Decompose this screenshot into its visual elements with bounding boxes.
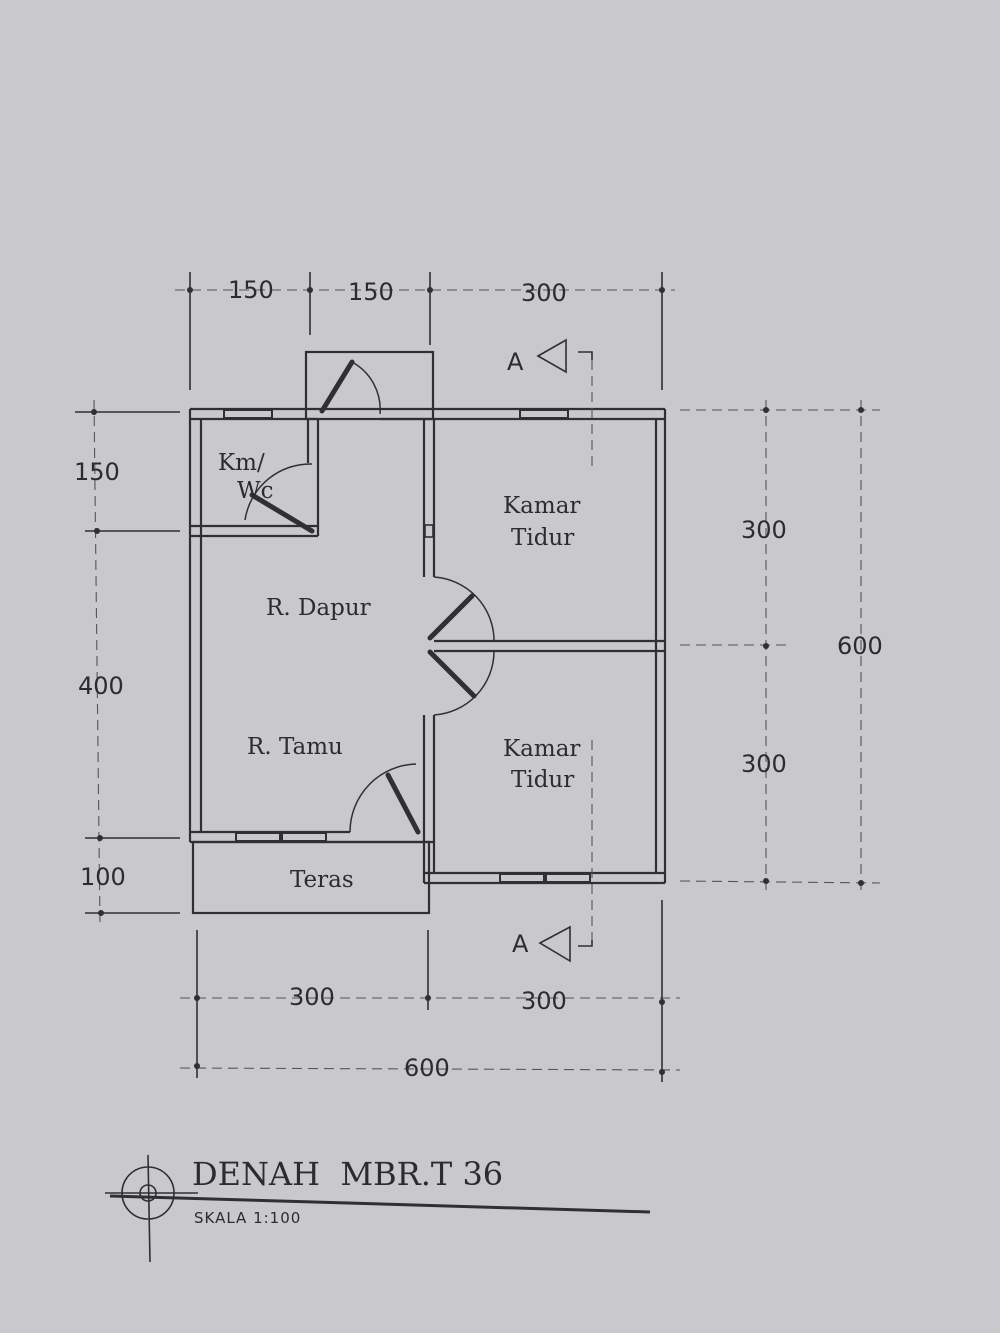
dim-right-2: 300 xyxy=(741,750,787,778)
dim-top-3: 300 xyxy=(521,279,567,307)
room-label-kamar-tidur-2-a: Kamar xyxy=(503,736,580,762)
dim-right-total: 600 xyxy=(837,632,883,660)
room-label-tamu: R. Tamu xyxy=(247,734,343,760)
dim-right-1: 300 xyxy=(741,516,787,544)
room-label-kamar-tidur-2-b: Tidur xyxy=(511,767,574,793)
doors xyxy=(244,359,495,835)
section-label-bottom: A xyxy=(512,930,529,958)
dim-left-2: 400 xyxy=(78,672,124,700)
dim-left-3: 100 xyxy=(80,863,126,891)
room-label-teras: Teras xyxy=(290,867,354,893)
title-block: DENAH MBR.T 36 SKALA 1:100 xyxy=(105,1154,651,1263)
walls xyxy=(188,350,667,915)
dim-bottom-2: 300 xyxy=(521,987,567,1015)
dim-bottom-total: 600 xyxy=(404,1054,450,1082)
dim-left-1: 150 xyxy=(74,458,120,486)
section-label-top: A xyxy=(507,348,524,376)
room-label-km-wc-2: Wc xyxy=(237,478,274,504)
room-label-dapur: R. Dapur xyxy=(266,595,371,621)
drawing-title: DENAH MBR.T 36 xyxy=(192,1155,503,1193)
room-label-km-wc-1: Km/ xyxy=(218,450,265,476)
windows xyxy=(223,409,591,883)
room-label-kamar-tidur-1-a: Kamar xyxy=(503,493,580,519)
dim-top-1: 150 xyxy=(228,276,274,304)
dimension-lines xyxy=(75,272,881,1082)
dim-bottom-1: 300 xyxy=(289,983,335,1011)
drawing-scale: SKALA 1:100 xyxy=(194,1209,301,1227)
dim-top-2: 150 xyxy=(348,278,394,306)
room-label-kamar-tidur-1-b: Tidur xyxy=(511,525,574,551)
room-labels: Km/ Wc Kamar Tidur R. Dapur R. Tamu Kama… xyxy=(218,450,580,893)
dimension-labels: 150 150 300 150 400 100 300 300 600 300 … xyxy=(74,276,883,1082)
section-line-a: A A xyxy=(507,338,593,963)
north-arrow-icon xyxy=(139,1184,157,1202)
